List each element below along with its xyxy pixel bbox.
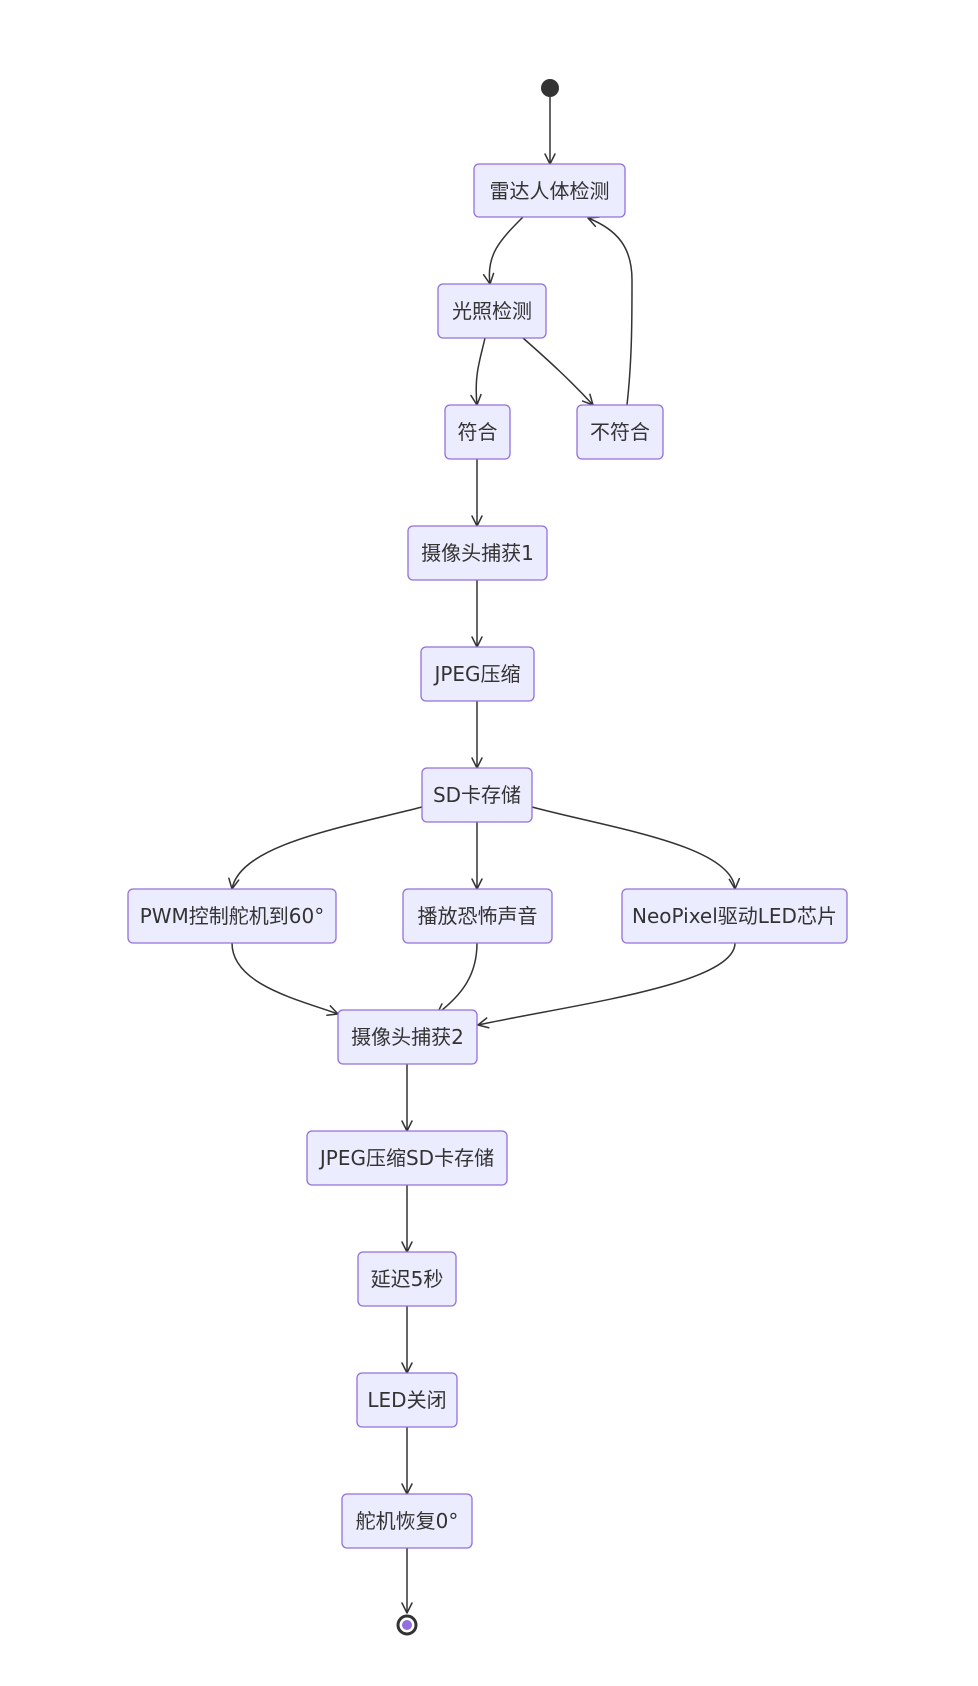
node-radar-label: 雷达人体检测 (490, 179, 610, 203)
edge-nomatch-radar (587, 216, 633, 406)
node-jpeg-label: JPEG压缩 (432, 662, 520, 686)
node-neopixel[interactable]: NeoPixel驱动LED芯片 (621, 888, 848, 944)
node-servo0[interactable]: 舵机恢复0° (341, 1493, 473, 1549)
start-state (541, 79, 559, 97)
edge-neopixel-capture2 (477, 942, 736, 1029)
edges (228, 97, 741, 1614)
node-ledoff[interactable]: LED关闭 (356, 1372, 458, 1428)
edge-sd-neopixel (531, 806, 741, 890)
node-servo0-label: 舵机恢复0° (356, 1509, 459, 1533)
edge-pwm-capture2 (231, 942, 339, 1016)
edge-light-nomatch (522, 337, 594, 406)
node-capture2[interactable]: 摄像头捕获2 (337, 1009, 478, 1065)
node-radar[interactable]: 雷达人体检测 (473, 163, 626, 218)
node-sound-label: 播放恐怖声音 (418, 904, 538, 928)
node-light-label: 光照检测 (452, 299, 532, 323)
node-capture2-label: 摄像头捕获2 (351, 1025, 464, 1049)
node-nomatch[interactable]: 不符合 (576, 404, 664, 460)
edge-sound-capture2 (436, 942, 478, 1015)
edge-radar-light (482, 216, 524, 285)
node-sd[interactable]: SD卡存储 (421, 767, 533, 823)
node-delay-label: 延迟5秒 (371, 1267, 444, 1291)
node-pwm[interactable]: PWM控制舵机到60° (127, 888, 337, 944)
node-pwm-label: PWM控制舵机到60° (140, 904, 325, 928)
node-light[interactable]: 光照检测 (437, 283, 547, 339)
edge-sd-pwm (228, 806, 423, 890)
node-jpegsd-label: JPEG压缩SD卡存储 (318, 1146, 494, 1170)
node-jpeg[interactable]: JPEG压缩 (420, 646, 535, 702)
node-jpegsd[interactable]: JPEG压缩SD卡存储 (306, 1130, 508, 1186)
node-capture1[interactable]: 摄像头捕获1 (407, 525, 548, 581)
node-ledoff-label: LED关闭 (367, 1388, 446, 1412)
node-match-label: 符合 (458, 420, 498, 444)
node-nomatch-label: 不符合 (590, 420, 650, 444)
node-capture1-label: 摄像头捕获1 (421, 541, 534, 565)
node-match[interactable]: 符合 (444, 404, 511, 460)
node-neopixel-label: NeoPixel驱动LED芯片 (632, 904, 837, 928)
node-sound[interactable]: 播放恐怖声音 (402, 888, 553, 944)
edge-light-match (470, 337, 486, 406)
end-state (396, 1614, 418, 1636)
node-sd-label: SD卡存储 (433, 783, 521, 807)
node-delay[interactable]: 延迟5秒 (357, 1251, 457, 1307)
